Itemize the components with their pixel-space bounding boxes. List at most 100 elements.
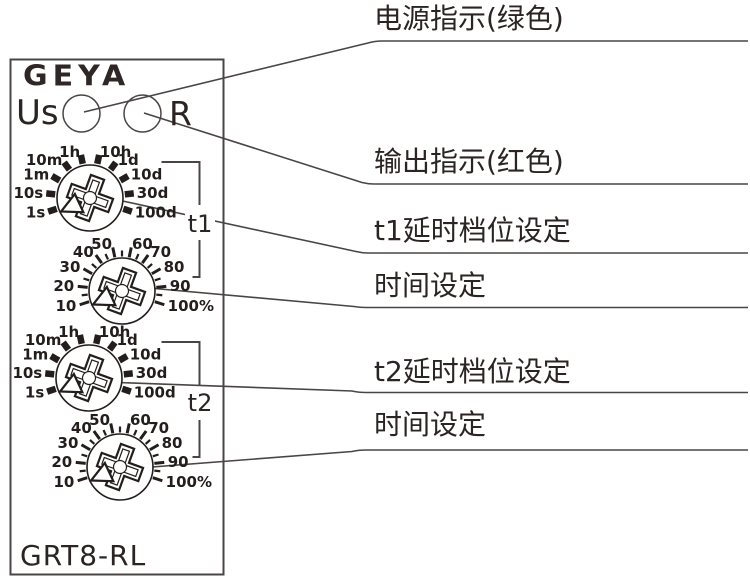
t2-section-label: t2 xyxy=(185,389,215,417)
dial-scale-label: 90 xyxy=(168,453,189,471)
dial-tick xyxy=(118,173,130,184)
leader-line-output-indicator xyxy=(143,112,748,185)
dial-scale-label: 30d xyxy=(136,364,168,382)
dial-tick xyxy=(154,300,165,307)
dial-scale-label: 10d xyxy=(130,346,162,364)
dial-tick xyxy=(49,353,61,364)
dial-tick xyxy=(60,340,72,352)
dial-scale-label: 1m xyxy=(23,166,49,184)
dial-tick xyxy=(44,370,55,378)
dial-scale-label: 60 xyxy=(132,235,153,253)
dial-scale-label: 10h xyxy=(99,323,131,341)
annotation-power-indicator: 电源指示(绿色) xyxy=(374,2,564,35)
dial-scale-label: 80 xyxy=(162,434,183,452)
power-led-label: Us xyxy=(16,93,59,133)
dial-scale-label: 100d xyxy=(135,204,177,222)
dial-tick xyxy=(139,430,148,440)
dial-tick xyxy=(76,334,85,345)
leader-line-t1-time xyxy=(137,286,748,309)
dial-scale-label: 80 xyxy=(164,258,185,276)
dial-scale-label: 70 xyxy=(148,419,169,437)
dial-scale-label: 10 xyxy=(53,473,74,491)
leader-line-power-indicator xyxy=(83,40,748,113)
rotary-knob xyxy=(57,353,114,403)
dial-tick xyxy=(94,154,103,165)
dial-tick xyxy=(47,205,58,215)
dial-tick xyxy=(154,460,165,465)
dial-scale-label: 10m xyxy=(25,331,62,349)
dial-scale-label: 30 xyxy=(58,434,79,452)
leader-line-t1-range xyxy=(117,199,748,254)
dial-tick xyxy=(152,453,159,458)
leader-line-t2-range xyxy=(103,381,748,394)
dial-tick xyxy=(127,247,133,258)
dial-scale-label: 1s xyxy=(25,384,44,402)
dial-tick xyxy=(106,340,118,352)
rotary-knob xyxy=(58,173,115,223)
dial-scale-label: 1m xyxy=(22,346,48,364)
dial-tick xyxy=(135,253,140,260)
dial-scale-label: 50 xyxy=(91,235,112,253)
dial-scale-label: 100d xyxy=(134,384,176,402)
dial-scale-label: 1s xyxy=(26,204,45,222)
dial-scale-label: 1h xyxy=(58,323,79,341)
dial-tick xyxy=(45,190,56,198)
dial-scale-label: 30 xyxy=(60,258,81,276)
dial-tick xyxy=(133,429,138,436)
knob-pointer-arrow xyxy=(58,191,86,214)
dial-tick xyxy=(149,443,160,452)
annotation-t1-time-setting: 时间设定 xyxy=(374,269,487,302)
dial-scale-label: 1d xyxy=(117,331,138,349)
dial-scale-label: 10 xyxy=(55,297,76,315)
dial-scale-label: 50 xyxy=(89,411,110,429)
rotary-knob xyxy=(88,442,145,492)
knob-pointer-arrow xyxy=(57,371,85,394)
dial-scale-label: 10m xyxy=(26,151,63,169)
t2-bracket xyxy=(161,341,201,458)
dial-tick xyxy=(77,154,86,165)
dial-scale-label: 10s xyxy=(13,184,43,202)
dial-tick xyxy=(94,254,103,264)
annotation-t2-range-setting: t2延时档位设定 xyxy=(374,355,571,388)
dial-tick xyxy=(102,429,107,436)
dial-tick xyxy=(104,253,109,260)
dial-scale-label: 10s xyxy=(12,364,42,382)
dial-tick xyxy=(109,423,115,434)
knob-pointer-arrow xyxy=(88,460,116,483)
dial-tick xyxy=(152,476,163,483)
dial-tick xyxy=(83,277,90,282)
dial-tick xyxy=(89,439,96,445)
dial-tick xyxy=(141,254,150,264)
dial-tick xyxy=(117,353,129,364)
dial-tick xyxy=(156,293,163,297)
dial-scale-label: 100% xyxy=(166,473,212,491)
dial-tick xyxy=(46,385,57,395)
dial-tick xyxy=(154,277,161,282)
dial-tick xyxy=(93,334,102,345)
dial-tick xyxy=(81,293,88,297)
dial-scale-label: 20 xyxy=(53,277,74,295)
dial-tick xyxy=(91,263,98,269)
dial-tick xyxy=(82,267,93,276)
dial-tick xyxy=(50,173,62,184)
dial-tick xyxy=(75,460,86,465)
dial-scale-label: 40 xyxy=(71,419,92,437)
t1-section-label: t1 xyxy=(185,210,215,238)
dial-tick xyxy=(125,423,131,434)
dial-scale-label: 60 xyxy=(130,411,151,429)
dial-tick xyxy=(151,267,162,276)
dial-scale-label: 40 xyxy=(73,243,94,261)
knob-pointer-arrow xyxy=(90,284,118,307)
rotary-knob xyxy=(90,266,147,316)
dial-scale-label: 70 xyxy=(150,243,171,261)
annotation-t1-range-setting: t1延时档位设定 xyxy=(374,214,571,247)
dial-scale-label: 100% xyxy=(168,297,214,315)
dial-tick xyxy=(146,263,153,269)
dial-tick xyxy=(61,160,73,172)
dial-scale-label: 90 xyxy=(170,277,191,295)
